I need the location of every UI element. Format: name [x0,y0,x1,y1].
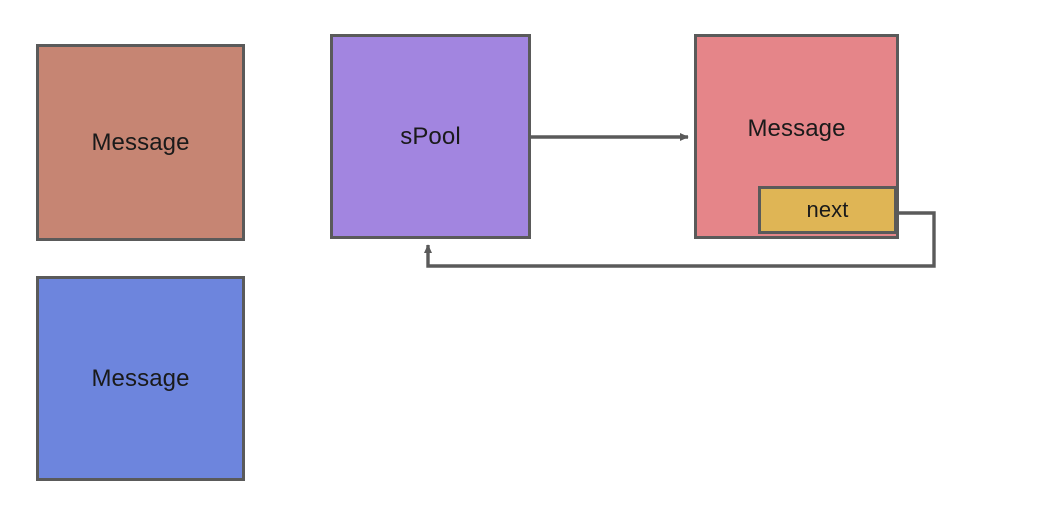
node-label: next [806,197,849,222]
edge-next-to-spool [423,211,936,268]
node-message-brown[interactable]: Message [36,44,245,241]
node-next-field[interactable]: next [758,186,897,234]
